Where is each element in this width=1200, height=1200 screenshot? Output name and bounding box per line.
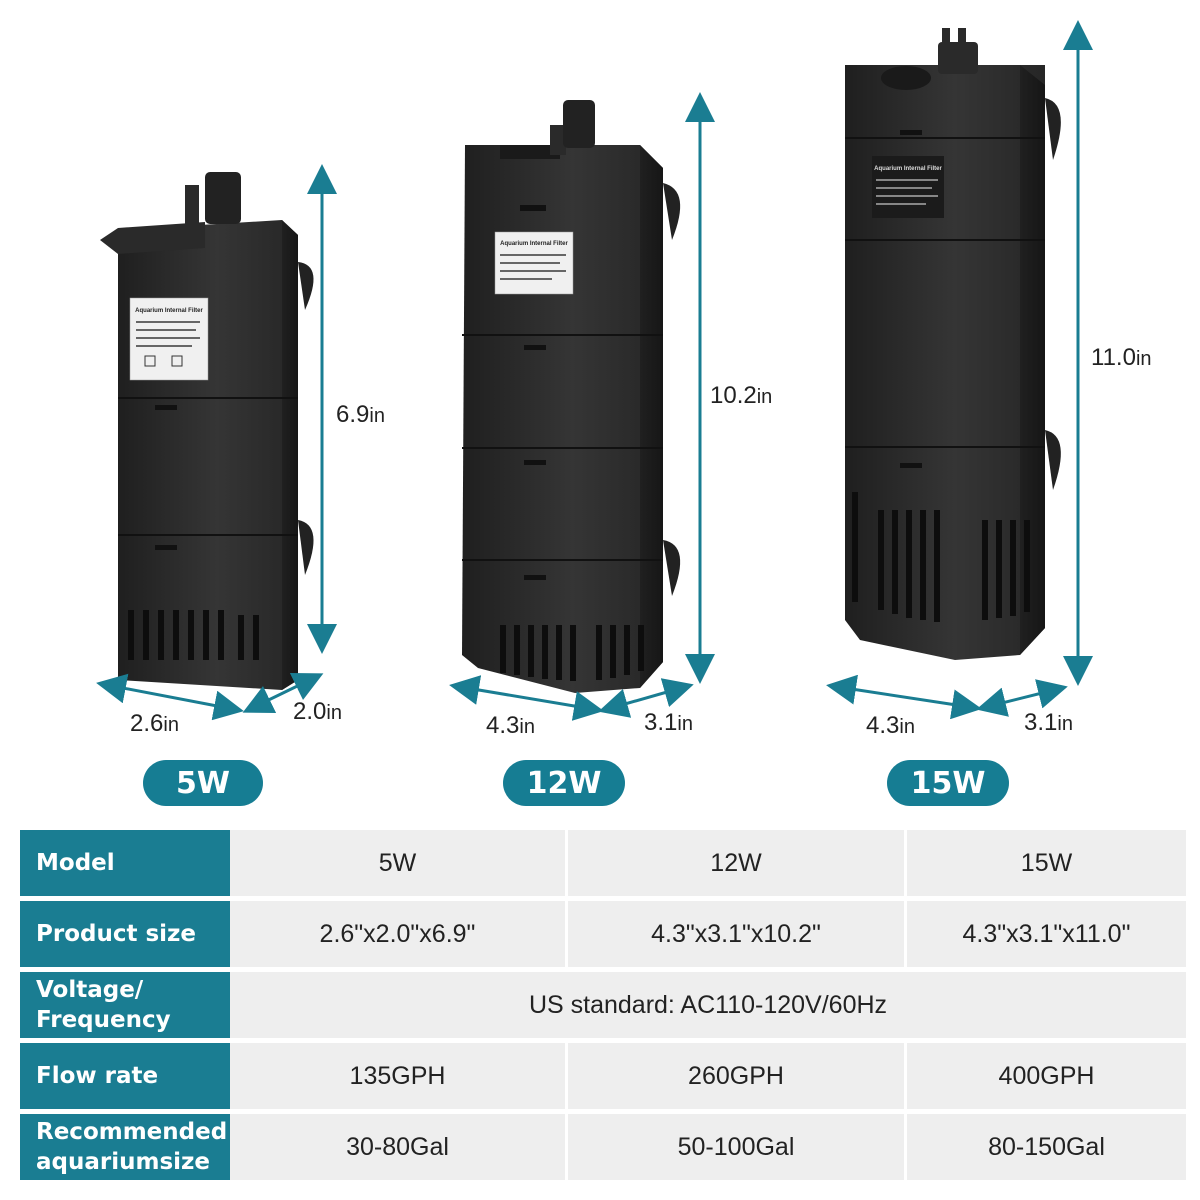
filter-15w-width-label: 4.3in (866, 712, 915, 739)
pill-5w: 5W (143, 760, 263, 806)
filter-5w-sticker-title: Aquarium Internal Filter (135, 308, 203, 314)
filter-15w-height-label: 11.0in (1091, 344, 1152, 371)
filter-12w-depth-arrow (598, 678, 694, 718)
row-header-product-size: Product size (20, 901, 243, 967)
size-5w-cell: 2.6"x2.0"x6.9" (230, 901, 565, 967)
aquarium-15w-cell: 80-150Gal (907, 1114, 1186, 1180)
aquarium-12w-cell: 50-100Gal (568, 1114, 904, 1180)
filter-15w-device: Aquarium Internal Filter (845, 28, 1061, 660)
filter-5w-depth-label: 2.0in (293, 698, 342, 725)
filter-12w-height-label: 10.2in (710, 382, 772, 409)
model-15w-cell: 15W (907, 830, 1186, 896)
pill-15w: 15W (887, 760, 1009, 806)
model-12w-cell: 12W (568, 830, 904, 896)
filter-15w-width-arrow (826, 674, 982, 720)
row-header-voltage: Voltage/Frequency (20, 972, 243, 1038)
filter-12w-device: Aquarium Internal Filter (462, 100, 681, 693)
voltage-span-cell: US standard: AC110-120V/60Hz (230, 972, 1186, 1038)
filter-5w-depth-arrow (242, 672, 324, 714)
filter-15w-sticker-title: Aquarium Internal Filter (874, 166, 942, 172)
pill-12w: 12W (503, 760, 625, 806)
flow-5w-cell: 135GPH (230, 1043, 565, 1109)
filter-5w-height-label: 6.9in (336, 401, 385, 428)
model-5w-cell: 5W (230, 830, 565, 896)
size-12w-cell: 4.3"x3.1"x10.2" (568, 901, 904, 967)
size-15w-cell: 4.3"x3.1"x11.0" (907, 901, 1186, 967)
filter-12w-width-label: 4.3in (486, 712, 535, 739)
product-dimension-figure: Aquarium Internal Filter 6.9in 2.6in 2.0… (96, 19, 1152, 739)
aquarium-5w-cell: 30-80Gal (230, 1114, 565, 1180)
row-header-model: Model (20, 830, 243, 896)
flow-15w-cell: 400GPH (907, 1043, 1186, 1109)
filter-12w-depth-label: 3.1in (644, 709, 693, 736)
row-header-flow-rate: Flow rate (20, 1043, 243, 1109)
flow-12w-cell: 260GPH (568, 1043, 904, 1109)
filter-5w-width-arrow (96, 673, 244, 721)
filter-15w-depth-label: 3.1in (1024, 709, 1073, 736)
filter-12w-width-arrow (449, 675, 604, 721)
filter-5w-device: Aquarium Internal Filter (100, 172, 314, 690)
filter-5w-width-label: 2.6in (130, 710, 179, 737)
table-row-flow-rate: Flow rate 135GPH 260GPH 400GPH (20, 1043, 1186, 1109)
filter-12w-sticker-title: Aquarium Internal Filter (500, 241, 568, 247)
table-row-voltage: Voltage/Frequency US standard: AC110-120… (20, 972, 1186, 1038)
table-row-model: Model 5W 12W 15W (20, 830, 1186, 896)
spec-table: Model 5W 12W 15W Product size 2.6"x2.0"x… (20, 830, 1186, 1180)
table-row-product-size: Product size 2.6"x2.0"x6.9" 4.3"x3.1"x10… (20, 901, 1186, 967)
filter-15w-depth-arrow (976, 679, 1068, 717)
